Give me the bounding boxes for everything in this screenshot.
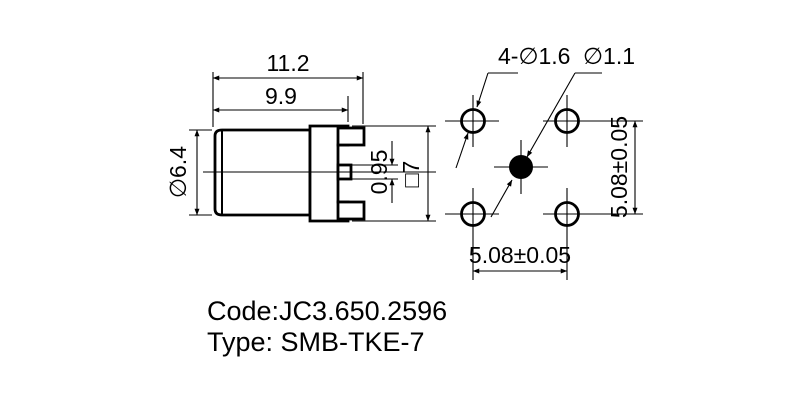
- mounting-hole: [554, 201, 580, 227]
- title-block: Code:JC3.650.2596 Type: SMB-TKE-7: [207, 296, 447, 357]
- leader-line: [455, 132, 469, 169]
- label-text-mounting-holes: 4-∅1.6: [498, 43, 570, 69]
- crosshairs: [445, 95, 643, 280]
- dim-text-body-length: 9.9: [265, 83, 297, 109]
- bottom-pin: [336, 200, 366, 221]
- mounting-hole: [554, 108, 580, 134]
- leader-line: [476, 72, 489, 108]
- mounting-hole: [460, 201, 486, 227]
- dim-text-barrel-diameter: ∅6.4: [165, 146, 191, 198]
- label-center-hole: ∅1.1: [490, 43, 635, 218]
- dim-text-center-pin: 0.95: [366, 150, 392, 195]
- center-pad: [509, 155, 533, 179]
- dim-pitch-vertical: 5.08±0.05: [606, 116, 638, 218]
- footprint-view: 4-∅1.6 ∅1.1 5.08±0.05 5.08±0.05: [445, 43, 643, 280]
- dim-text-overall-length: 11.2: [266, 50, 309, 76]
- dim-barrel-diameter: ∅6.4: [165, 129, 212, 216]
- dim-text-pitch-vertical: 5.08±0.05: [606, 116, 632, 218]
- dim-text-flange-square: □7: [398, 161, 424, 188]
- dim-body-length: 9.9: [212, 83, 349, 122]
- code-text: Code:JC3.650.2596: [207, 296, 447, 326]
- dim-text-pitch-horizontal: 5.08±0.05: [469, 242, 571, 268]
- dim-overall-length: 11.2: [212, 50, 364, 127]
- dim-center-pin: 0.95: [351, 141, 398, 203]
- label-mounting-holes: 4-∅1.6: [455, 43, 570, 169]
- leader-line: [490, 179, 513, 218]
- mounting-hole: [460, 108, 486, 134]
- type-text: Type: SMB-TKE-7: [207, 327, 425, 357]
- label-text-center-hole: ∅1.1: [583, 43, 635, 69]
- leader-line: [526, 72, 576, 158]
- dim-pitch-horizontal: 5.08±0.05: [469, 242, 571, 274]
- dim-flange-square: □7: [352, 125, 436, 222]
- side-view: 11.2 9.9 ∅6.4 0.95 □7: [165, 50, 436, 223]
- top-pin: [336, 126, 366, 147]
